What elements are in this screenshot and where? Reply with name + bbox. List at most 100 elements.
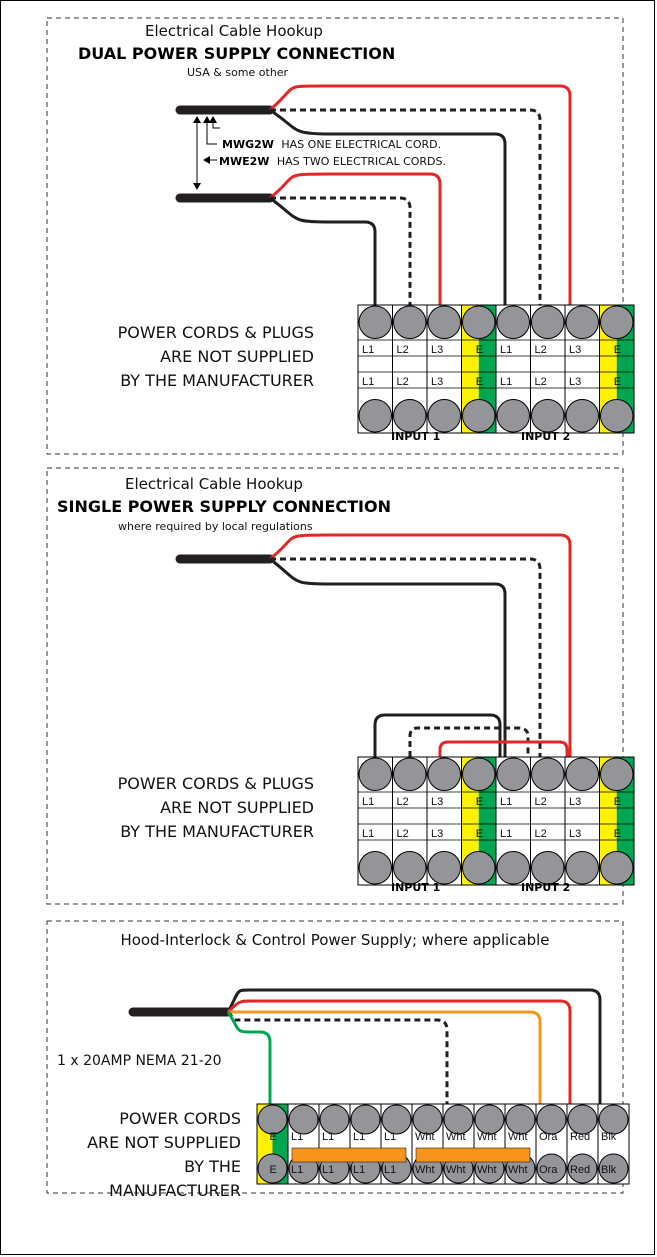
panel1-note1-arrow — [206, 118, 217, 145]
panel1-terminal-screw — [496, 305, 530, 339]
panel1-terminal-label: L3 — [431, 344, 443, 356]
panel1-terminal-label: L2 — [397, 344, 409, 356]
panel1-wire-red-in1 — [269, 172, 442, 305]
panel2-heading: Electrical Cable Hookup — [125, 475, 303, 493]
panel3-terminal-label: Ora — [539, 1131, 558, 1143]
panel3-terminal-screw — [598, 1104, 629, 1135]
panel2-terminal-label: L3 — [431, 796, 443, 808]
panel1-terminal-label: L3 — [569, 344, 581, 356]
panel3-wire-dashed — [226, 1011, 449, 1104]
panel1-wire-dashed-l2 — [270, 108, 542, 305]
panel2-warning-2: ARE NOT SUPPLIED — [160, 798, 314, 817]
panel1-wire-dashed-in1 — [270, 196, 412, 305]
panel3-terminal-label: E — [270, 1131, 277, 1143]
panel2-terminal-screw — [565, 851, 599, 885]
panel3-terminal-label: L1 — [291, 1131, 303, 1143]
panel1-terminal-label: L1 — [500, 344, 512, 356]
panel1-terminal-label: E — [476, 376, 483, 388]
panel2-terminal-label: L3 — [569, 796, 581, 808]
panel3-heading: Hood-Interlock & Control Power Supply; w… — [120, 931, 549, 949]
panel3-terminal-label: L1 — [384, 1164, 396, 1176]
panel1-terminal-screw — [427, 305, 461, 339]
panel1-terminal-label: L2 — [535, 376, 547, 388]
panel1-note1: MWG2W HAS ONE ELECTRICAL CORD. — [222, 138, 441, 151]
panel3-terminal-label: Blk — [601, 1131, 617, 1143]
panel1-terminal-label: L3 — [569, 376, 581, 388]
panel3-wire-black — [226, 988, 602, 1104]
panel1-terminal-label: L2 — [535, 344, 547, 356]
panel3-terminal-screw — [505, 1104, 536, 1135]
panel2-terminal-screw — [600, 757, 634, 791]
panel2-jumper-dashed — [408, 726, 530, 757]
panel2-terminal-label: L1 — [500, 828, 512, 840]
panel1-terminal-label: L3 — [431, 376, 443, 388]
panel3-cord-note: 1 x 20AMP NEMA 21-20 — [57, 1053, 222, 1069]
panel3-wire-orange — [228, 1010, 542, 1104]
panel3-terminal-screw — [536, 1153, 567, 1184]
panel3-terminal-screw — [288, 1104, 319, 1135]
panel2-terminal-screw — [600, 851, 634, 885]
panel2-terminal-screw — [427, 851, 461, 885]
panel1-terminal-screw — [358, 305, 392, 339]
panel3-terminal-screw — [319, 1104, 350, 1135]
panel1-terminal-label: L2 — [397, 376, 409, 388]
panel1-terminal-label: L1 — [500, 376, 512, 388]
panel2-terminal-label: E — [614, 828, 621, 840]
panel3-warning-2: ARE NOT SUPPLIED — [87, 1133, 241, 1152]
panel3-terminal-label: Wht — [508, 1164, 528, 1176]
panel2-terminal-label: L1 — [500, 796, 512, 808]
panel3-terminal-screw — [474, 1104, 505, 1135]
panel2-terminal-screw — [393, 851, 427, 885]
panel1-terminal-screw — [496, 399, 530, 433]
panel1-note2: MWE2W HAS TWO ELECTRICAL CORDS. — [219, 155, 446, 168]
panel3-terminal-label: L1 — [353, 1164, 365, 1176]
panel2-terminal-screw — [565, 757, 599, 791]
panel3-terminal-label: Wht — [477, 1164, 497, 1176]
panel2-terminal-label: L3 — [431, 828, 443, 840]
panel2-terminal-label: E — [614, 796, 621, 808]
panel1-terminal-screw — [531, 399, 565, 433]
panel3-terminal-screw — [598, 1153, 629, 1184]
panel1-terminal-screw — [600, 305, 634, 339]
panel3-terminal-screw — [381, 1104, 412, 1135]
panel2-terminal-label: L2 — [397, 796, 409, 808]
panel2-terminal-label: L3 — [569, 828, 581, 840]
panel3-terminal-screw — [257, 1153, 288, 1184]
panel1-terminal-screw — [462, 305, 496, 339]
panel3-terminal-screw — [257, 1104, 288, 1135]
panel1-terminal-screw — [531, 305, 565, 339]
panel3-terminal-label: L1 — [353, 1131, 365, 1143]
panel2-terminal-screw — [358, 851, 392, 885]
panel1-terminal-label: L1 — [362, 344, 374, 356]
panel3-terminal-screw — [412, 1104, 443, 1135]
panel3-wire-green — [226, 1011, 272, 1104]
panel3-terminal-screw — [567, 1104, 598, 1135]
panel2-title: SINGLE POWER SUPPLY CONNECTION — [57, 497, 391, 516]
panel1-terminal-screw — [565, 305, 599, 339]
panel2-terminal-label: L2 — [397, 828, 409, 840]
panel3-bridge-wht — [415, 1147, 531, 1163]
panel1-terminal-label: L1 — [362, 376, 374, 388]
panel2-warning-1: POWER CORDS & PLUGS — [118, 774, 314, 793]
panel1-wire-black-l1 — [269, 108, 507, 305]
panel1-wire-black-in1 — [269, 196, 377, 305]
panel1-terminal-screw — [565, 399, 599, 433]
panel3-terminal-label: Wht — [415, 1131, 435, 1143]
panel2-terminal-screw — [531, 851, 565, 885]
panel2-input1: INPUT 1 — [391, 881, 440, 894]
panel3-terminal-label: L1 — [322, 1164, 334, 1176]
panel3-terminal-block: EEL1L1L1L1L1L1L1L1WhtWhtWhtWhtWhtWhtWhtW… — [256, 1103, 630, 1185]
panel3-wire-red — [226, 999, 572, 1104]
panel3-terminal-label: Wht — [446, 1164, 466, 1176]
panel2-terminal-screw — [462, 757, 496, 791]
panel3-terminal-label: Ora — [539, 1164, 558, 1176]
panel3-terminal-screw — [567, 1153, 598, 1184]
panel3-terminal-label: L1 — [384, 1131, 396, 1143]
panel2-terminal-label: L1 — [362, 796, 374, 808]
panel3-terminal-label: L1 — [322, 1131, 334, 1143]
panel2-warning-3: BY THE MANUFACTURER — [120, 822, 314, 841]
